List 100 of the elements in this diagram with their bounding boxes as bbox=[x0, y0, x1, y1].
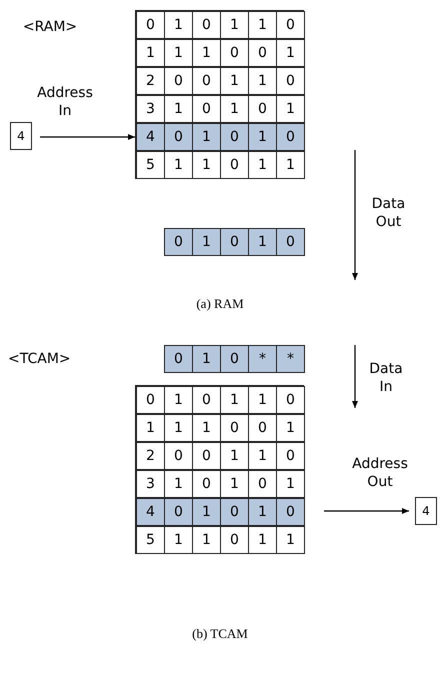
table-cell: 5 bbox=[136, 526, 165, 554]
table-cell: 1 bbox=[248, 386, 277, 414]
table-row bbox=[136, 95, 304, 123]
table-cell: 0 bbox=[276, 442, 305, 470]
value-box: 4 bbox=[415, 497, 437, 525]
table-cell: 1 bbox=[192, 123, 221, 151]
table-cell: 1 bbox=[220, 67, 249, 95]
table-cell: 0 bbox=[276, 386, 305, 414]
table-cell: 1 bbox=[276, 95, 305, 123]
title-label: <RAM> bbox=[22, 18, 78, 36]
edge-label: Address In bbox=[36, 84, 94, 120]
table-row bbox=[136, 442, 304, 470]
table-cell: 1 bbox=[248, 228, 277, 256]
table-cell: 1 bbox=[220, 95, 249, 123]
table-cell: 0 bbox=[248, 470, 277, 498]
table-cell: 0 bbox=[220, 123, 249, 151]
table-cell: 0 bbox=[164, 442, 193, 470]
table-cell: 1 bbox=[276, 39, 305, 67]
table-cell: 0 bbox=[220, 345, 249, 373]
table-cell: 1 bbox=[164, 95, 193, 123]
table-cell: 0 bbox=[164, 228, 193, 256]
table-row bbox=[136, 498, 304, 526]
table-cell: 0 bbox=[220, 151, 249, 179]
table-cell: 1 bbox=[220, 386, 249, 414]
table-cell: * bbox=[248, 345, 277, 373]
table-cell: 1 bbox=[220, 470, 249, 498]
table-row bbox=[136, 414, 304, 442]
direction-label: Data Out bbox=[370, 195, 406, 231]
table-cell: 1 bbox=[136, 39, 165, 67]
arrow bbox=[324, 508, 409, 514]
table-cell: 0 bbox=[164, 498, 193, 526]
table-cell: 0 bbox=[164, 345, 193, 373]
table-cell: 0 bbox=[192, 95, 221, 123]
table-cell: 1 bbox=[192, 228, 221, 256]
memory-table bbox=[135, 10, 304, 179]
table-row bbox=[136, 151, 304, 179]
table-cell: 0 bbox=[220, 526, 249, 554]
table-cell: 0 bbox=[192, 11, 221, 39]
table-cell: 0 bbox=[276, 123, 305, 151]
table-cell: 0 bbox=[164, 123, 193, 151]
table-cell: 0 bbox=[192, 442, 221, 470]
table-cell: 0 bbox=[164, 67, 193, 95]
table-cell: 1 bbox=[248, 442, 277, 470]
table-cell: 0 bbox=[192, 470, 221, 498]
table-cell: 1 bbox=[192, 39, 221, 67]
table-cell: 1 bbox=[192, 526, 221, 554]
table-cell: 0 bbox=[276, 67, 305, 95]
table-cell: 1 bbox=[164, 151, 193, 179]
table-cell: 1 bbox=[220, 11, 249, 39]
table-cell: 4 bbox=[136, 123, 165, 151]
table-cell: 0 bbox=[276, 228, 305, 256]
table-cell: 4 bbox=[136, 498, 165, 526]
table-cell: 0 bbox=[248, 414, 277, 442]
table-cell: 2 bbox=[136, 442, 165, 470]
search-key-row bbox=[164, 345, 304, 373]
memory-table bbox=[135, 385, 304, 554]
table-cell: 0 bbox=[220, 39, 249, 67]
table-cell: 0 bbox=[220, 498, 249, 526]
table-cell: 1 bbox=[276, 526, 305, 554]
table-row bbox=[136, 526, 304, 554]
table-row bbox=[136, 123, 304, 151]
table-cell: 0 bbox=[276, 498, 305, 526]
table-cell: 0 bbox=[248, 95, 277, 123]
table-cell: 1 bbox=[248, 123, 277, 151]
table-cell: 1 bbox=[276, 414, 305, 442]
table-cell: 1 bbox=[276, 151, 305, 179]
table-row bbox=[136, 39, 304, 67]
table-cell: 3 bbox=[136, 470, 165, 498]
table-cell: 1 bbox=[164, 386, 193, 414]
table-cell: 0 bbox=[248, 39, 277, 67]
table-cell: 1 bbox=[136, 414, 165, 442]
direction-label: Data In bbox=[368, 360, 404, 396]
table-cell: 0 bbox=[192, 386, 221, 414]
table-cell: 1 bbox=[192, 151, 221, 179]
table-row bbox=[136, 386, 304, 414]
table-cell: 1 bbox=[164, 39, 193, 67]
table-cell: 0 bbox=[136, 11, 165, 39]
value-box: 4 bbox=[10, 122, 32, 150]
table-cell: 1 bbox=[248, 67, 277, 95]
table-row bbox=[136, 11, 304, 39]
table-cell: 1 bbox=[164, 414, 193, 442]
table-cell: 1 bbox=[220, 442, 249, 470]
output-row bbox=[164, 228, 304, 256]
table-cell: 1 bbox=[248, 151, 277, 179]
table-row bbox=[136, 470, 304, 498]
table-cell: 1 bbox=[192, 414, 221, 442]
title-label: <TCAM> bbox=[8, 350, 68, 368]
table-cell: 1 bbox=[248, 11, 277, 39]
table-cell: * bbox=[276, 345, 305, 373]
figure-caption: (b) TCAM bbox=[191, 625, 249, 643]
table-row bbox=[136, 67, 304, 95]
edge-label: Address Out bbox=[351, 455, 409, 491]
table-cell: 0 bbox=[220, 414, 249, 442]
table-cell: 1 bbox=[164, 11, 193, 39]
table-cell: 1 bbox=[192, 345, 221, 373]
table-cell: 1 bbox=[164, 526, 193, 554]
figure-caption: (a) RAM bbox=[195, 295, 245, 313]
table-cell: 5 bbox=[136, 151, 165, 179]
table-cell: 0 bbox=[192, 67, 221, 95]
table-cell: 2 bbox=[136, 67, 165, 95]
